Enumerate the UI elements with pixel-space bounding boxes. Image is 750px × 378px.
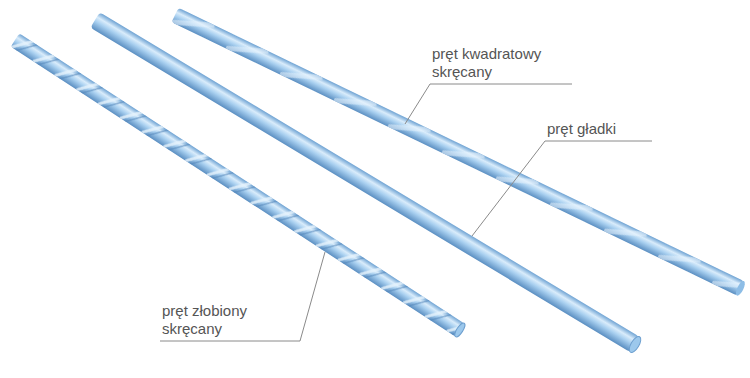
smooth-rod — [90, 12, 643, 354]
leader-lines — [160, 84, 652, 341]
grooved-twisted-rod — [11, 33, 467, 338]
part-label: pręt gładki — [547, 120, 652, 138]
part-label: pręt kwadratowy skręcany — [432, 45, 567, 81]
part-label: pręt złobiony skręcany — [162, 302, 297, 338]
square-twisted-rod — [172, 8, 747, 297]
